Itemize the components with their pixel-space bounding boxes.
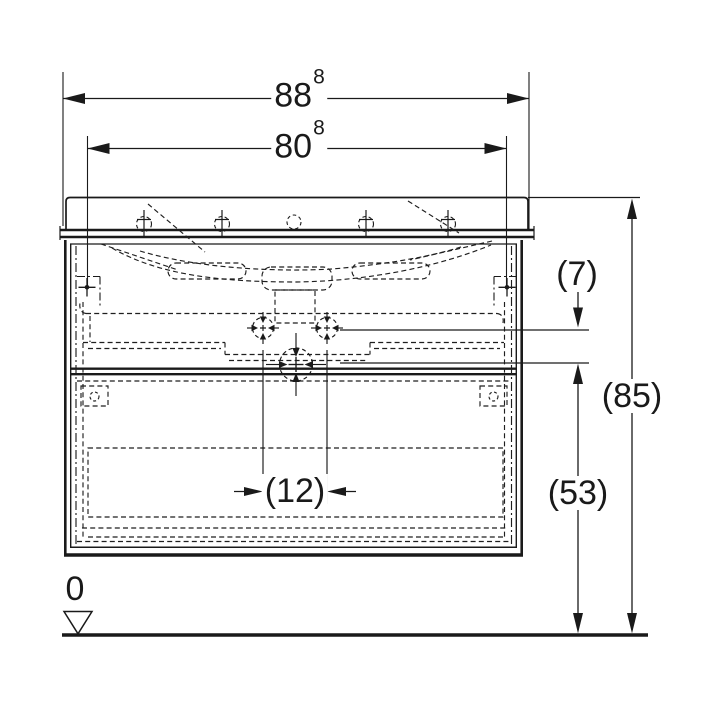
drain-symbol — [266, 333, 326, 396]
dimension-connection-offset — [573, 292, 583, 328]
wall-anchor-symbols — [77, 275, 517, 307]
label-total-height: (85) — [598, 379, 666, 413]
clip-symbol — [135, 210, 153, 238]
interior-dashed-details — [75, 200, 513, 546]
level-triangle-icon — [62, 610, 94, 636]
clip-symbol — [439, 210, 457, 238]
label-total-width: 888 — [271, 66, 327, 113]
clip-symbol — [213, 210, 231, 238]
label-connection-offset: (7) — [553, 257, 601, 291]
label-fixing-width: 808 — [271, 117, 327, 164]
drawer-divider — [70, 367, 517, 376]
basin-clip-symbols — [135, 210, 457, 238]
supply-point-right — [311, 312, 343, 344]
cabinet-outline — [59, 226, 535, 557]
level-marker — [62, 610, 94, 636]
label-outlet-height: (53) — [544, 476, 612, 510]
clip-symbol — [357, 210, 375, 238]
wall-anchor-right — [493, 275, 517, 307]
overflow-symbol — [286, 214, 302, 230]
dimension-total-height — [627, 198, 637, 634]
bowl-curve — [111, 244, 492, 283]
bowl-curve — [139, 245, 465, 271]
supply-point-left — [247, 312, 279, 344]
siphon-recess — [274, 289, 316, 324]
water-supply-symbols — [247, 312, 343, 344]
leader-lines — [340, 329, 589, 364]
dimension-fixing-width — [86, 136, 508, 288]
drawer-bracket — [479, 385, 508, 407]
wall-anchor-left — [77, 275, 101, 307]
drawer-bracket — [80, 385, 109, 407]
washbasin-outline — [65, 196, 640, 229]
label-floor-level: 0 — [64, 570, 86, 608]
label-tap-spacing: (12) — [261, 474, 329, 508]
